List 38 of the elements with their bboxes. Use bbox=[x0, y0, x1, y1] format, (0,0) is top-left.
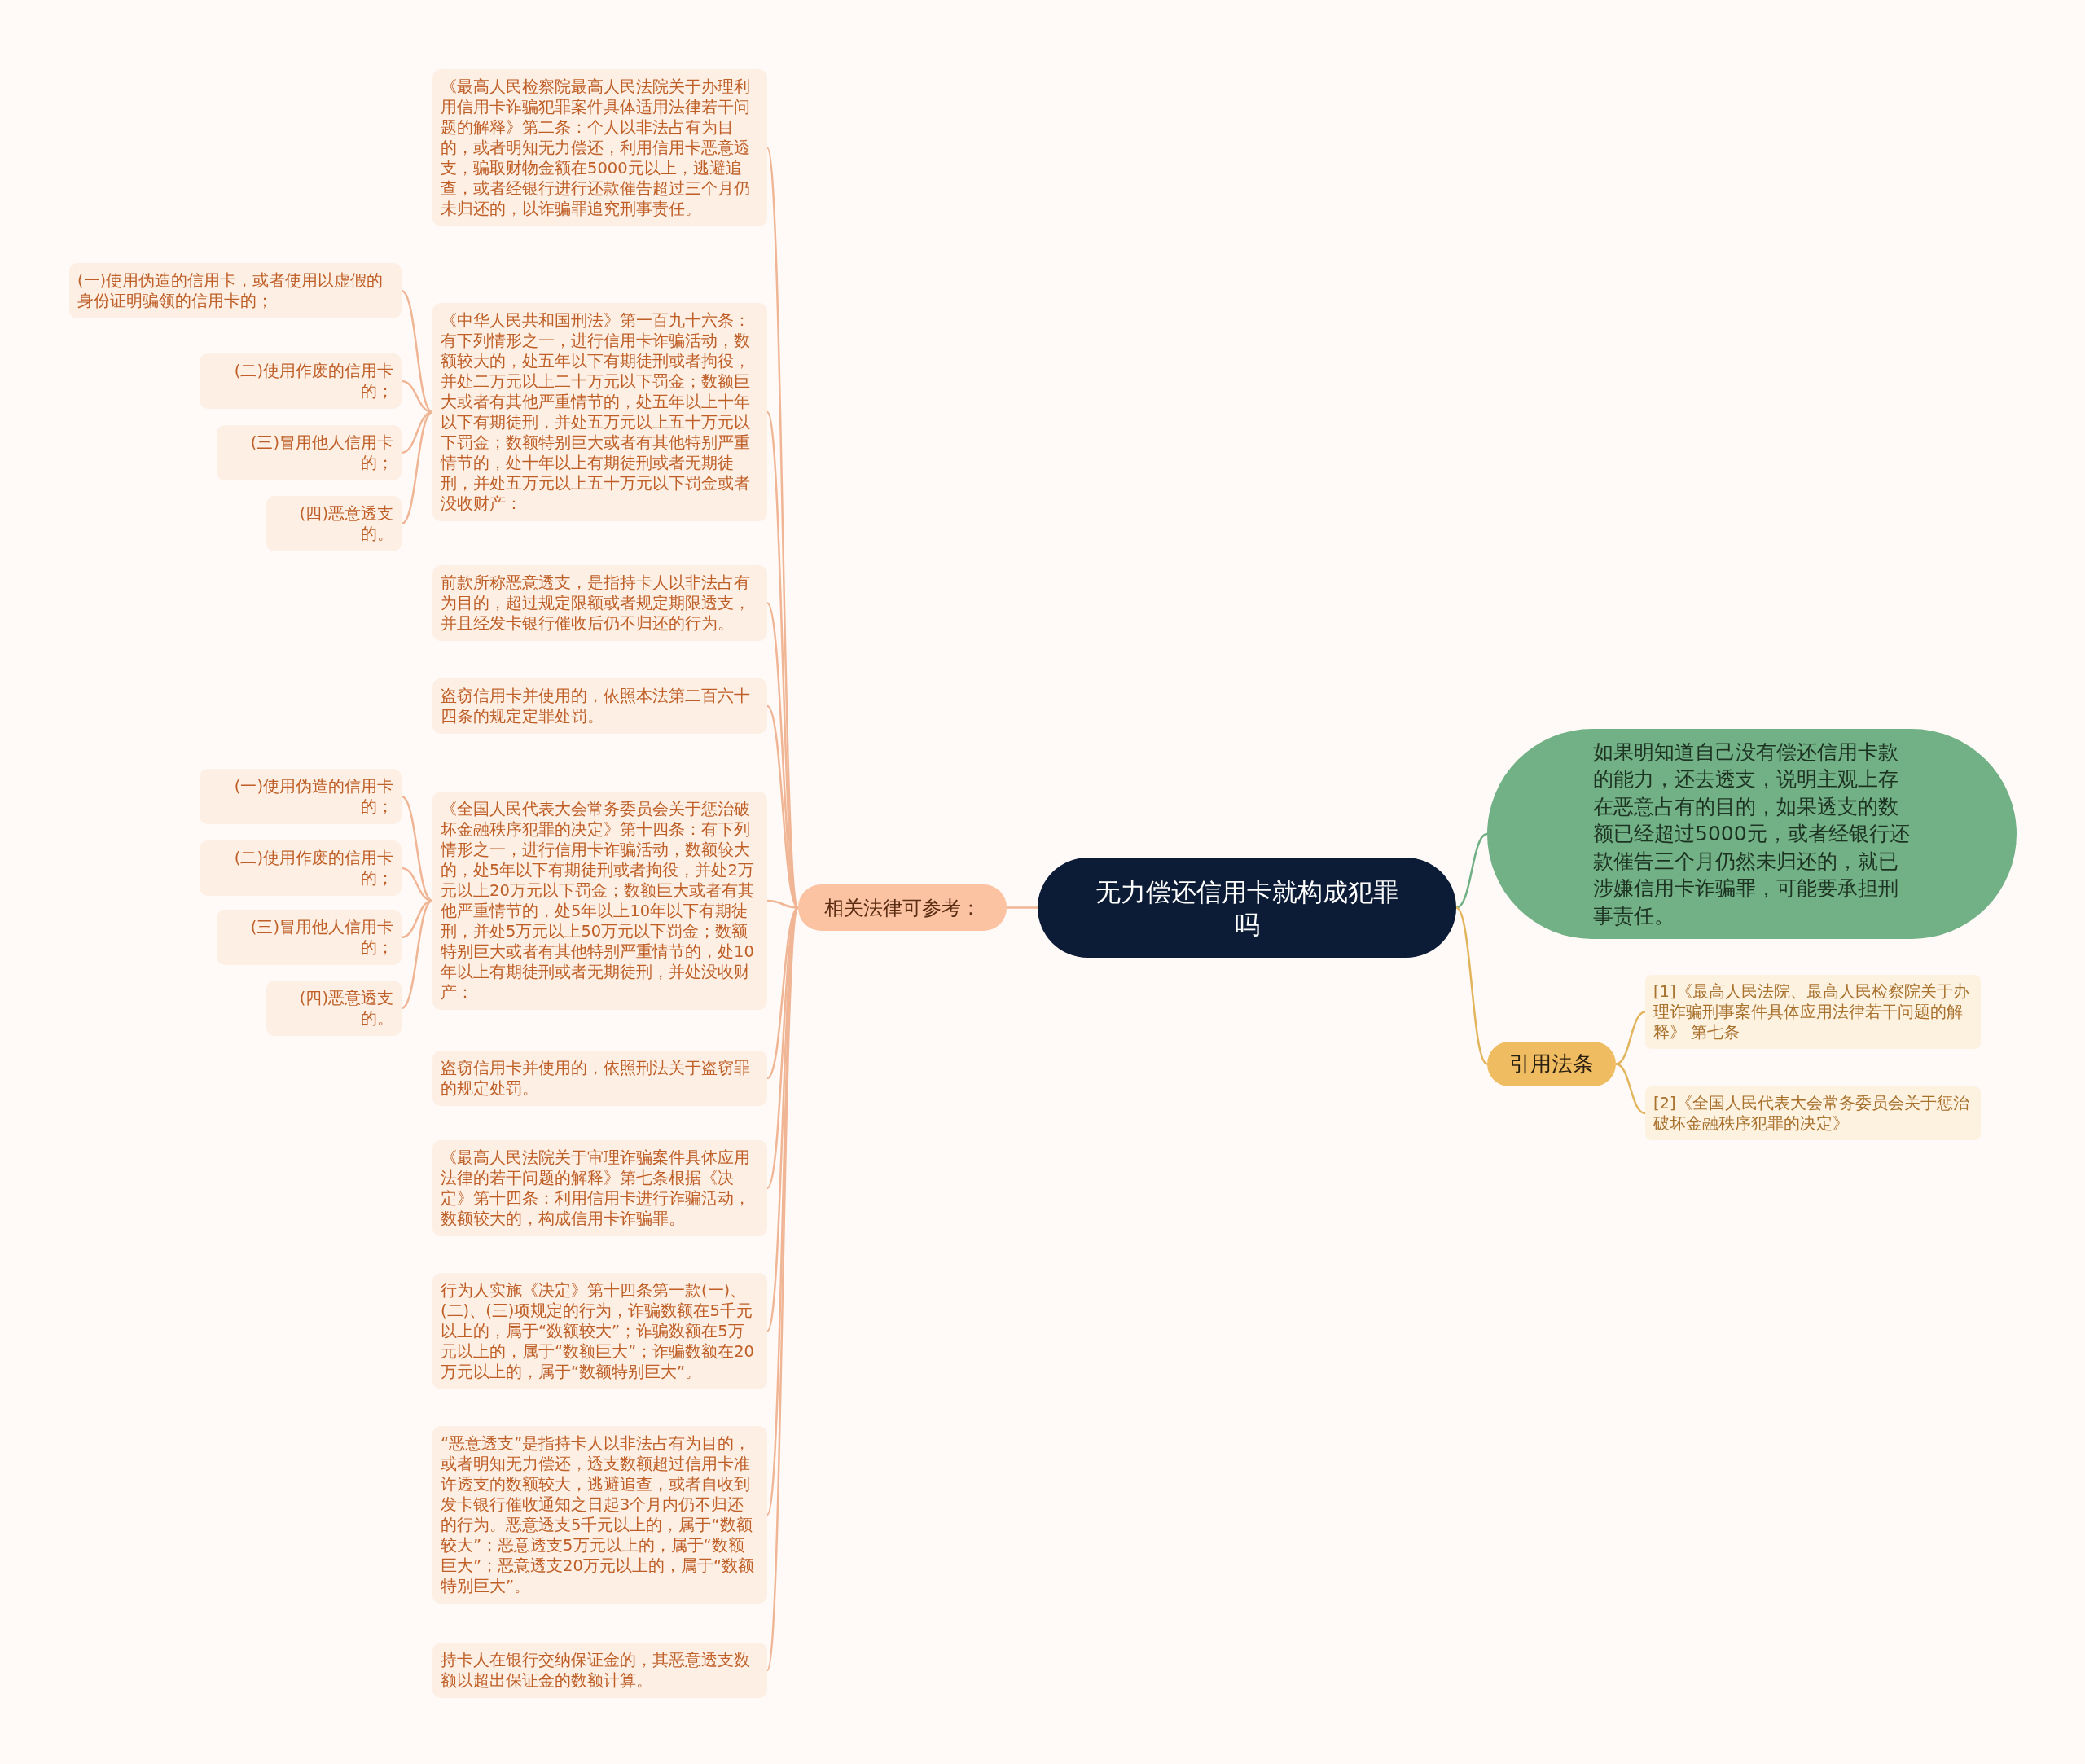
text-card: (一)使用伪造的信用卡的； bbox=[200, 769, 402, 824]
connector-line bbox=[1615, 1063, 1646, 1115]
connector-line bbox=[401, 410, 433, 525]
connector-line bbox=[401, 899, 433, 1010]
text-card: 《最高人民检察院最高人民法院关于办理利用信用卡诈骗犯罪案件具体适用法律若干问题的解释》第二条：个人以非法占有为目的，或者明知无力偿还，利用信用卡恶意透支，骗取财物金额在5000元以上，逃避追查，或者经银行进行还款催告超过三个月仍未归还的，以诈骗罪追究刑事责任。 bbox=[432, 69, 767, 226]
text-card: (三)冒用他人信用卡的； bbox=[217, 910, 402, 965]
connector-line bbox=[1455, 832, 1488, 909]
connector-line bbox=[1615, 1011, 1646, 1065]
branch-topic: 引用法条 bbox=[1487, 1042, 1616, 1086]
text-card: 前款所称恶意透支，是指持卡人以非法占有为目的，超过规定限额或者规定期限透支，并且经发卡银行催收后仍不归还的行为。 bbox=[432, 565, 767, 641]
text-card: 《全国人民代表大会常务委员会关于惩治破坏金融秩序犯罪的决定》第十四条：有下列情形之一，进行信用卡诈骗活动，数额较大的，处5年以下有期徒刑或者拘役，并处2万元以上20万元以下罚金；数额巨大或者有其他严重情节的，处5年以上10年以下有期徒刑，并处5万元以上50万元以下罚金；数额特别巨大或者有其他特别严重情节的，处10年以上有期徒刑或者无期徒刑，并处没收财产： bbox=[432, 792, 767, 1010]
text-card: (四)恶意透支的。 bbox=[266, 981, 402, 1036]
text-card: (二)使用作废的信用卡的； bbox=[200, 840, 402, 896]
connector-line bbox=[401, 380, 433, 414]
connector-line bbox=[401, 289, 433, 414]
text-card: (一)使用伪造的信用卡，或者使用以虚假的身份证明骗领的信用卡的； bbox=[69, 263, 402, 318]
text-card: (四)恶意透支的。 bbox=[266, 496, 402, 551]
root-topic: 无力偿还信用卡就构成犯罪吗 bbox=[1038, 858, 1456, 958]
text-card: 持卡人在银行交纳保证金的，其恶意透支数额以超出保证金的数额计算。 bbox=[432, 1643, 767, 1698]
branch-topic: 相关法律可参考： bbox=[798, 884, 1007, 931]
text-card: “恶意透支”是指持卡人以非法占有为目的，或者明知无力偿还，透支数额超过信用卡准许透支的数额较大，逃避追查，或者自收到发卡银行催收通知之日起3个月内仍不归还的行为。恶意透支5千元以上的，属于“数额较大”；恶意透支5万元以上的，属于“数额巨大”；恶意透支20万元以上的，属于“数额特别巨大”。 bbox=[432, 1426, 767, 1604]
text-card: (二)使用作废的信用卡的； bbox=[200, 353, 402, 409]
reference-card: [1]《最高人民法院、最高人民检察院关于办理诈骗刑事案件具体应用法律若干问题的解释》 第七条 bbox=[1645, 975, 1981, 1049]
connector-line bbox=[766, 899, 799, 909]
text-card: 盗窃信用卡并使用的，依照本法第二百六十四条的规定定罪处罚。 bbox=[432, 678, 767, 734]
summary-bubble: 如果明知道自己没有偿还信用卡款的能力，还去透支，说明主观上存在恶意占有的目的，如果透支的数额已经超过5000元，或者经银行还款催告三个月仍然未归还的，就已涉嫌信用卡诈骗罪，可能要承担刑事责任。 bbox=[1487, 729, 2017, 939]
text-card: 行为人实施《决定》第十四条第一款(一)、(二)、(三)项规定的行为，诈骗数额在5千元以上的，属于“数额较大”；诈骗数额在5万元以上的，属于“数额巨大”；诈骗数额在20万元以上的，属于“数额特别巨大”。 bbox=[432, 1273, 767, 1389]
text-card: 《中华人民共和国刑法》第一百九十六条：有下列情形之一，进行信用卡诈骗活动，数额较大的，处五年以下有期徒刑或者拘役，并处二万元以上二十万元以下罚金；数额巨大或者有其他严重情节的，处五年以上十年以下有期徒刑，并处五万元以上五十万元以下罚金；数额特别巨大或者有其他特别严重情节的，处十年以上有期徒刑或者无期徒刑，并处五万元以上五十万元以下罚金或者没收财产： bbox=[432, 303, 767, 521]
connector-line bbox=[401, 410, 433, 454]
connector-line bbox=[1007, 906, 1038, 909]
text-card: 盗窃信用卡并使用的，依照刑法关于盗窃罪的规定处罚。 bbox=[432, 1051, 767, 1106]
connector-line bbox=[401, 867, 433, 902]
text-card: 《最高人民法院关于审理诈骗案件具体应用法律的若干问题的解释》第七条根据《决定》第十四条：利用信用卡进行诈骗活动，数额较大的，构成信用卡诈骗罪。 bbox=[432, 1140, 767, 1236]
text-card: (三)冒用他人信用卡的； bbox=[217, 425, 402, 480]
connector-line bbox=[766, 907, 800, 1671]
connector-line bbox=[1455, 906, 1488, 1065]
connector-line bbox=[401, 795, 433, 902]
reference-card: [2]《全国人民代表大会常务委员会关于惩治破坏金融秩序犯罪的决定》 bbox=[1645, 1086, 1981, 1140]
